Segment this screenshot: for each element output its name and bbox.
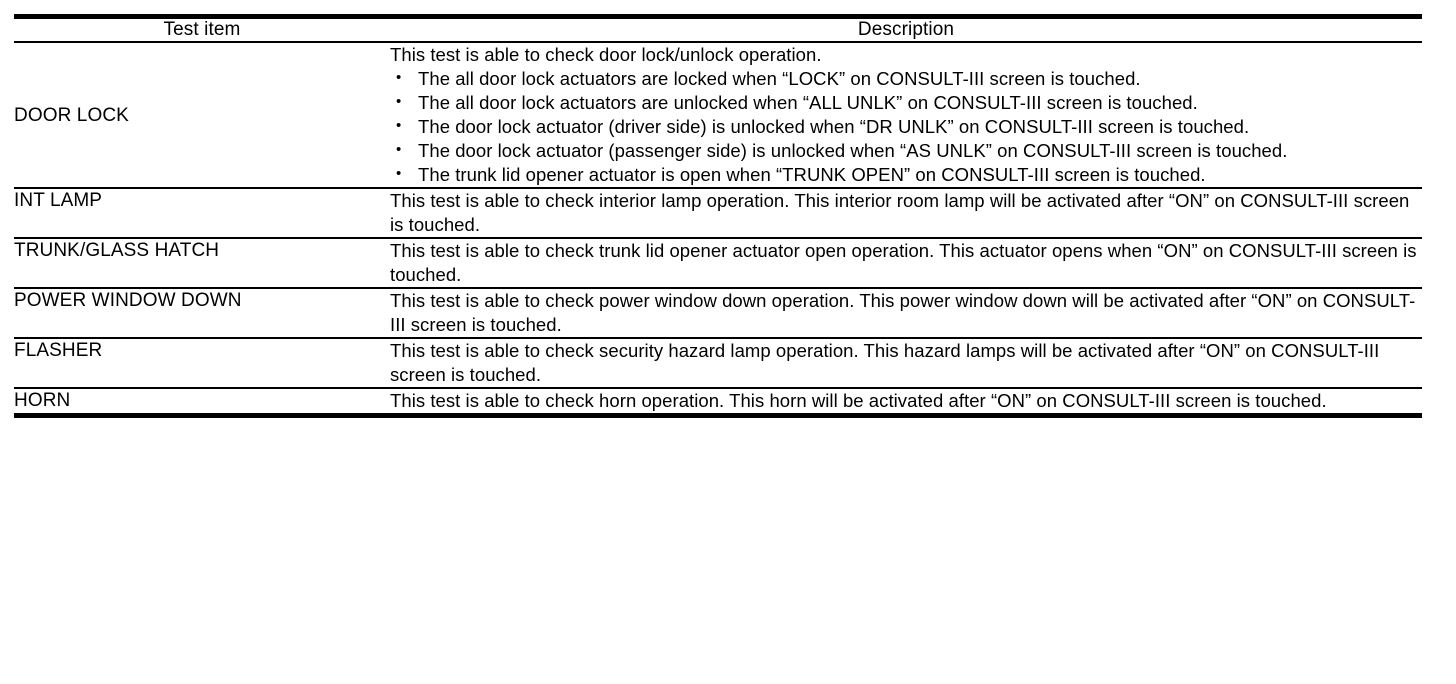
description-bullet-list: The all door lock actuators are locked w…	[390, 66, 1422, 187]
test-item-description: This test is able to check trunk lid ope…	[390, 238, 1422, 288]
column-header-test-item: Test item	[163, 19, 241, 40]
description-text: This test is able to check interior lamp…	[390, 190, 1410, 235]
test-item-description: This test is able to check power window …	[390, 288, 1422, 338]
test-item-description: This test is able to check horn operatio…	[390, 388, 1422, 416]
description-text: This test is able to check trunk lid ope…	[390, 240, 1417, 285]
description-text: This test is able to check security haza…	[390, 340, 1380, 385]
list-item: The trunk lid opener actuator is open wh…	[390, 162, 1422, 187]
table-row: DOOR LOCK This test is able to check doo…	[14, 42, 1422, 188]
description-text: This test is able to check power window …	[390, 290, 1416, 335]
header-row: Test item Description	[14, 16, 1422, 42]
table-body: DOOR LOCK This test is able to check doo…	[14, 42, 1422, 416]
description-lead-text: This test is able to check door lock/unl…	[390, 44, 822, 65]
list-item: The door lock actuator (passenger side) …	[390, 138, 1422, 163]
table-row: HORN This test is able to check horn ope…	[14, 388, 1422, 416]
table-header: Test item Description	[14, 16, 1422, 42]
test-item-name: HORN	[14, 390, 71, 411]
list-item: The all door lock actuators are locked w…	[390, 66, 1422, 91]
test-item-name: INT LAMP	[14, 190, 103, 211]
test-item-name: TRUNK/GLASS HATCH	[14, 240, 220, 261]
list-item: The door lock actuator (driver side) is …	[390, 114, 1422, 139]
test-item-description: This test is able to check security haza…	[390, 338, 1422, 388]
active-test-spec-table: Test item Description DOOR LOCK This tes…	[14, 14, 1422, 418]
test-item-name: POWER WINDOW DOWN	[14, 290, 242, 311]
test-item-description: This test is able to check interior lamp…	[390, 188, 1422, 238]
description-text: This test is able to check horn operatio…	[390, 390, 1327, 411]
column-header-description: Description	[857, 19, 955, 40]
test-item-name: FLASHER	[14, 340, 103, 361]
test-item-name: DOOR LOCK	[14, 104, 129, 126]
list-item: The all door lock actuators are unlocked…	[390, 90, 1422, 115]
table-row: INT LAMP This test is able to check inte…	[14, 188, 1422, 238]
table-row: FLASHER This test is able to check secur…	[14, 338, 1422, 388]
test-item-description: This test is able to check door lock/unl…	[390, 42, 1422, 188]
table-row: POWER WINDOW DOWN This test is able to c…	[14, 288, 1422, 338]
table-row: TRUNK/GLASS HATCH This test is able to c…	[14, 238, 1422, 288]
